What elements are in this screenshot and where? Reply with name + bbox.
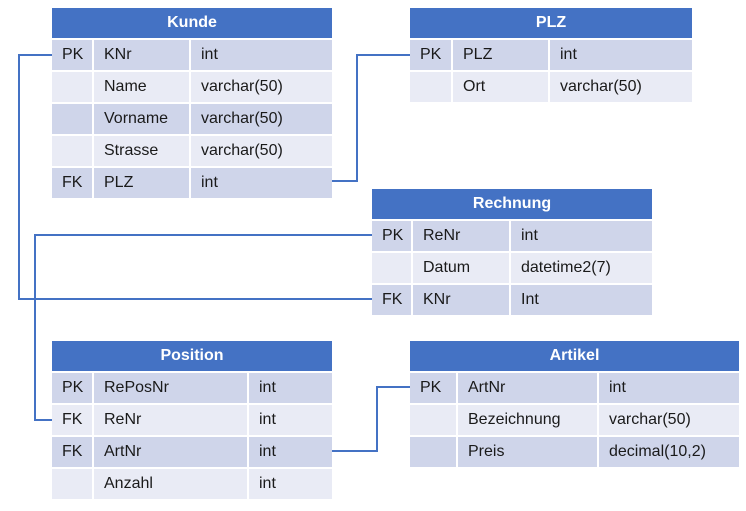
type-cell: int xyxy=(259,475,276,492)
key-cell: FK xyxy=(52,405,94,435)
field-cell: ReNr xyxy=(413,221,511,251)
key-cell xyxy=(410,72,453,102)
table-row: Vorname varchar(50) xyxy=(52,104,332,136)
key-cell xyxy=(52,469,94,499)
field-cell: ArtNr xyxy=(458,373,599,403)
key-cell: FK xyxy=(372,285,413,315)
key-cell: FK xyxy=(52,437,94,467)
type-cell: datetime2(7) xyxy=(521,259,611,276)
field-cell: RePosNr xyxy=(94,373,249,403)
table-kunde: Kunde PK KNr int Name varchar(50) Vornam… xyxy=(52,8,332,198)
table-row: Strasse varchar(50) xyxy=(52,136,332,168)
field-cell: PLZ xyxy=(453,40,550,70)
table-row: FK ReNr int xyxy=(52,405,332,437)
type-cell: varchar(50) xyxy=(560,78,642,95)
relation-kunde-plz xyxy=(332,54,410,182)
table-position: Position PK RePosNr int FK ReNr int FK A… xyxy=(52,341,332,499)
table-title: Rechnung xyxy=(372,189,652,221)
type-cell: varchar(50) xyxy=(201,78,283,95)
key-cell: PK xyxy=(52,40,94,70)
table-artikel: Artikel PK ArtNr int Bezeichnung varchar… xyxy=(410,341,739,467)
table-row: FK ArtNr int xyxy=(52,437,332,469)
field-cell: Name xyxy=(94,72,191,102)
table-row: Ort varchar(50) xyxy=(410,72,692,102)
table-title: Kunde xyxy=(52,8,332,40)
field-cell: Vorname xyxy=(94,104,191,134)
type-cell: varchar(50) xyxy=(609,411,691,428)
type-cell: int xyxy=(259,379,276,396)
table-row: Name varchar(50) xyxy=(52,72,332,104)
type-cell: int xyxy=(609,379,626,396)
type-cell: int xyxy=(201,174,218,191)
table-row: PK ReNr int xyxy=(372,221,652,253)
field-cell: Preis xyxy=(458,437,599,467)
field-cell: Bezeichnung xyxy=(458,405,599,435)
key-cell: PK xyxy=(52,373,94,403)
table-plz: PLZ PK PLZ int Ort varchar(50) xyxy=(410,8,692,102)
key-cell xyxy=(52,136,94,166)
key-cell: PK xyxy=(372,221,413,251)
table-row: Preis decimal(10,2) xyxy=(410,437,739,467)
type-cell: decimal(10,2) xyxy=(609,443,706,460)
field-cell: Datum xyxy=(413,253,511,283)
relation-rechnung-position xyxy=(34,234,372,421)
type-cell: int xyxy=(259,411,276,428)
relation-kunde-rechnung xyxy=(18,54,372,300)
table-row: PK RePosNr int xyxy=(52,373,332,405)
key-cell xyxy=(410,437,458,467)
table-title: Position xyxy=(52,341,332,373)
table-row: PK ArtNr int xyxy=(410,373,739,405)
type-cell: int xyxy=(201,46,218,63)
type-cell: int xyxy=(259,443,276,460)
field-cell: PLZ xyxy=(94,168,191,198)
field-cell: ArtNr xyxy=(94,437,249,467)
table-row: PK PLZ int xyxy=(410,40,692,72)
key-cell: PK xyxy=(410,373,458,403)
type-cell: Int xyxy=(521,291,539,308)
type-cell: varchar(50) xyxy=(201,142,283,159)
key-cell xyxy=(372,253,413,283)
type-cell: varchar(50) xyxy=(201,110,283,127)
table-row: Bezeichnung varchar(50) xyxy=(410,405,739,437)
key-cell xyxy=(410,405,458,435)
type-cell: int xyxy=(560,46,577,63)
field-cell: Anzahl xyxy=(94,469,249,499)
table-row: FK KNr Int xyxy=(372,285,652,315)
type-cell: int xyxy=(521,227,538,244)
table-row: PK KNr int xyxy=(52,40,332,72)
key-cell xyxy=(52,72,94,102)
table-row: FK PLZ int xyxy=(52,168,332,198)
key-cell xyxy=(52,104,94,134)
field-cell: KNr xyxy=(413,285,511,315)
field-cell: Ort xyxy=(453,72,550,102)
relation-position-artikel xyxy=(332,386,410,452)
table-title: PLZ xyxy=(410,8,692,40)
table-title: Artikel xyxy=(410,341,739,373)
table-row: Anzahl int xyxy=(52,469,332,499)
table-row: Datum datetime2(7) xyxy=(372,253,652,285)
key-cell: PK xyxy=(410,40,453,70)
field-cell: Strasse xyxy=(94,136,191,166)
field-cell: ReNr xyxy=(94,405,249,435)
table-rechnung: Rechnung PK ReNr int Datum datetime2(7) … xyxy=(372,189,652,315)
key-cell: FK xyxy=(52,168,94,198)
field-cell: KNr xyxy=(94,40,191,70)
